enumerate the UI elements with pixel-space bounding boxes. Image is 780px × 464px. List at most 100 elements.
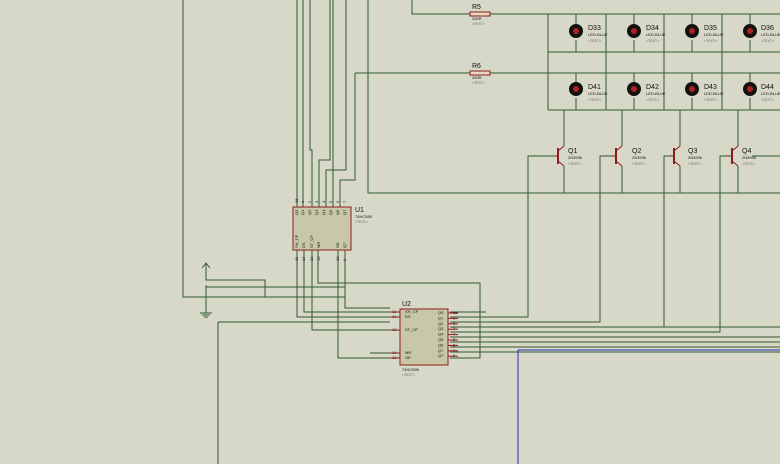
led-d36[interactable]: D36 LED-BLUE <TEXT> [743,24,780,43]
transistor-q2[interactable]: Q2 2N3906 <TEXT> [612,145,647,167]
led-d44[interactable]: D44 LED-BLUE <TEXT> [743,82,780,102]
led-text: <TEXT> [704,98,717,102]
ic-pin-label: Q0 [294,209,299,215]
led-d43[interactable]: D43 LED-BLUE <TEXT> [685,82,724,102]
ic-pin-label: SH_CP [294,234,299,248]
ic-pin-label: Q7' [342,242,347,248]
ic-pin-number: 7 [342,200,347,203]
led-type: LED-BLUE [588,91,608,96]
led-d34[interactable]: D34 LED-BLUE <TEXT> [627,24,666,43]
transistor-q4[interactable]: Q4 2N3906 <TEXT> [728,145,757,167]
led-ref: D41 [588,84,601,91]
ic-part: 74HC595 [402,367,420,372]
transistor-text: <TEXT> [688,162,701,166]
ic-pin-number: 15 [294,198,299,203]
resistor-text: <TEXT> [472,22,485,26]
led-text: <TEXT> [588,39,601,43]
ic-pin-label: Q3 [314,209,319,215]
ic-ref: U1 [355,207,364,214]
ic-pin-label: Q5 [438,337,444,342]
led-ref: D34 [646,25,659,32]
ic-pin-label: DS [405,314,411,319]
ic-pin-label: SH_CP [405,309,419,314]
ic-pin-label: MR [316,242,321,248]
ic-u2[interactable]: U2 74HC595 <TEXT> SH_CP11DS14ST_CP12MR10… [390,301,458,377]
led-type: LED-BLUE [588,32,608,37]
led-ref: D44 [761,84,774,91]
led-ref: D35 [704,25,717,32]
ic-ref: U2 [402,301,411,308]
ic-text: <TEXT> [355,220,368,224]
led-ref: D33 [588,25,601,32]
ic-pin-label: Q0 [438,310,444,315]
ground-icon [200,312,212,318]
transistor-text: <TEXT> [632,162,645,166]
power-icon [201,262,211,270]
ic-pin-label: Q7 [438,348,444,353]
ic-pin-label: Q1 [438,315,444,320]
transistor-ref: Q2 [632,148,641,155]
led-type: LED-BLUE [646,32,666,37]
resistor-text: <TEXT> [472,81,485,85]
ic-pin-number: 10 [316,256,321,261]
transistor-type: 2N3906 [742,155,757,160]
ic-pin-label: Q1 [300,209,305,215]
led-d33[interactable]: D33 LED-BLUE <TEXT> [569,24,608,43]
ic-pin-number: 3 [314,200,319,203]
ic-pin-number: 13 [335,256,340,261]
ic-pin-number: 12 [309,256,314,261]
ic-pin-number: 6 [335,200,340,203]
ic-pin-number: 11 [294,256,299,261]
led-ref: D43 [704,84,717,91]
ic-pin-label: OE [335,242,340,248]
ic-pin-label: DS [301,242,306,248]
led-d42[interactable]: D42 LED-BLUE <TEXT> [627,82,666,102]
ic-pin-label: Q2 [307,209,312,215]
led-ref: D36 [761,25,774,32]
ic-pin-number: 4 [321,200,326,203]
led-text: <TEXT> [704,39,717,43]
resistor-ref: R6 [472,63,481,70]
led-text: <TEXT> [646,39,659,43]
led-type: LED-BLUE [704,32,724,37]
led-text: <TEXT> [761,39,774,43]
led-text: <TEXT> [646,98,659,102]
led-type: LED-BLUE [704,91,724,96]
resistor-r5[interactable]: R5 330R <TEXT> [469,4,491,26]
transistor-ref: Q3 [688,148,697,155]
ic-pin-label: Q2 [438,321,444,326]
resistor-ref: R5 [472,4,481,11]
transistor-text: <TEXT> [568,162,581,166]
resistor-r6[interactable]: R6 330R <TEXT> [469,63,491,85]
ic-pin-number: 5 [328,200,333,203]
ic-pin-number: 2 [307,200,312,203]
wires [182,0,780,464]
led-type: LED-BLUE [761,32,780,37]
ic-pin-label: Q4 [321,209,326,215]
ic-pin-label: ST_CP [309,235,314,248]
ic-pin-label: OE [405,355,411,360]
led-ref: D42 [646,84,659,91]
ic-pin-label: Q7' [438,353,444,358]
ic-bottom-pin-labels: SH_CP 11 DS 14 ST_CP 12 MR 10 OE 13 Q7' 9 [294,234,347,261]
ic-text: <TEXT> [402,373,415,377]
led-type: LED-BLUE [646,91,666,96]
ic-u1[interactable]: U1 74HC595 <TEXT> Q015Q11Q22Q33Q44Q55Q66… [292,198,373,261]
resistor-value: 330R [472,16,482,21]
ic-part: 74HC595 [355,214,373,219]
ic-pin-number: 9 [342,258,347,261]
led-text: <TEXT> [588,98,601,102]
resistor-value: 330R [472,75,482,80]
led-d41[interactable]: D41 LED-BLUE <TEXT> [569,82,608,102]
led-d35[interactable]: D35 LED-BLUE <TEXT> [685,24,724,43]
transistor-q3[interactable]: Q3 2N3906 <TEXT> [670,145,703,167]
ic-pin-label: Q3 [438,326,444,331]
ic-pin-label: Q7 [342,209,347,215]
transistor-type: 2N3906 [688,155,703,160]
transistor-q1[interactable]: Q1 2N3906 <TEXT> [554,145,583,167]
ic-pin-number: 14 [301,256,306,261]
ic-pin-label: ST_CP [405,327,418,332]
ic-pin-label: Q6 [335,209,340,215]
